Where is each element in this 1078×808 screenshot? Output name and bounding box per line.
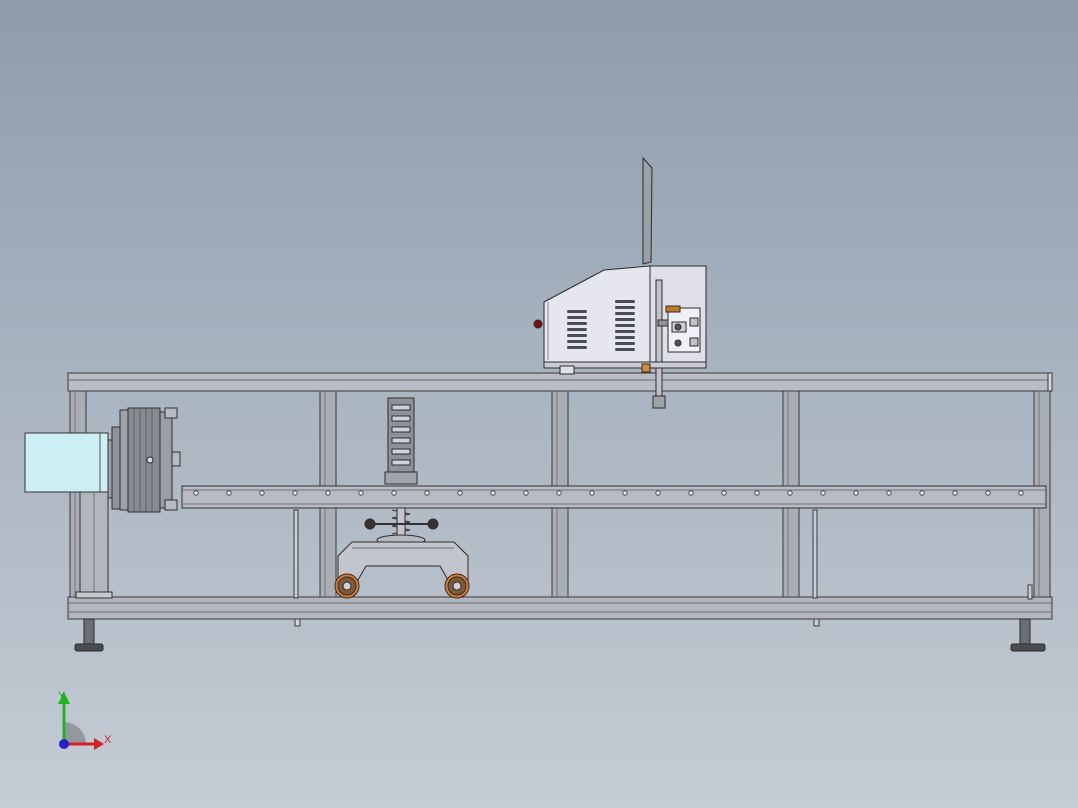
wheel [444, 573, 470, 599]
beam-hole [919, 490, 925, 496]
beam-hole [490, 490, 496, 496]
beam-hole [886, 490, 892, 496]
beam-hole [688, 490, 694, 496]
beam-hole [226, 490, 232, 496]
beam-hole [754, 490, 760, 496]
perforated-beam [181, 485, 1047, 509]
beam-hole [622, 490, 628, 496]
beam-hole [655, 490, 661, 496]
handle-knob [364, 518, 376, 530]
emergency-knob [533, 319, 543, 329]
top-rail [67, 372, 1053, 392]
beam-hole [424, 490, 430, 496]
beam-hole [457, 490, 463, 496]
beam-hole [292, 490, 298, 496]
axis-label-x: X [104, 734, 112, 746]
control-cabinet [533, 156, 707, 409]
motor-assembly [24, 432, 115, 599]
beam-hole [787, 490, 793, 496]
coordinate-triad-icon: Y X [58, 690, 112, 750]
beam-hole [523, 490, 529, 496]
beam-hole [952, 490, 958, 496]
beam-hole [721, 490, 727, 496]
probe-rod [655, 279, 663, 403]
trolley-body [337, 541, 469, 581]
beam-hole [556, 490, 562, 496]
vent-slots-left [567, 310, 587, 349]
beam-hole [853, 490, 859, 496]
motor-box [24, 432, 109, 493]
beam-hole [358, 490, 364, 496]
beam-hole [1018, 490, 1024, 496]
rotary-chuck [111, 407, 181, 513]
beam-hole [820, 490, 826, 496]
handle-knob [427, 518, 439, 530]
cabinet-lid [642, 156, 653, 265]
beam-hole [193, 490, 199, 496]
beam-hole [985, 490, 991, 496]
wheel [334, 573, 360, 599]
bottom-rail [67, 596, 1053, 620]
beam-hole [589, 490, 595, 496]
spring [391, 509, 411, 535]
beam-hole [325, 490, 331, 496]
beam-hole [259, 490, 265, 496]
beam-hole [391, 490, 397, 496]
leveling-feet [74, 618, 1046, 652]
vent-slots-right [615, 300, 635, 351]
trolley-assembly [334, 397, 470, 599]
axis-label-y: Y [58, 690, 66, 702]
